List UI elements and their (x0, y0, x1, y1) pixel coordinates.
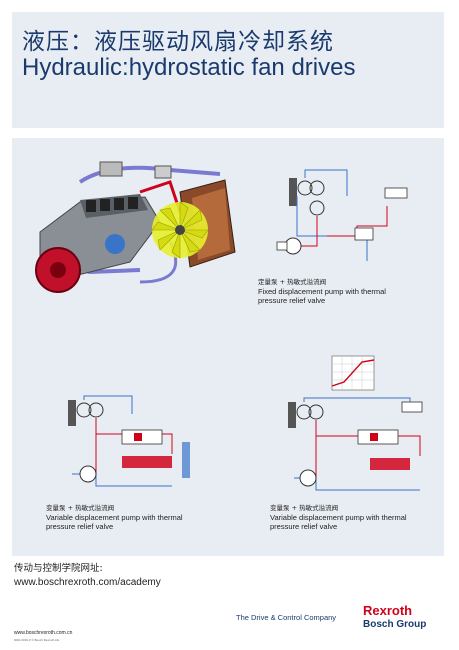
diagram-3-caption-en-2: pressure relief valve (270, 522, 338, 531)
academy-label: 传动与控制学院网址: (14, 563, 103, 574)
bosch-group-label: Bosch Group (363, 619, 427, 630)
page-title-cn: 液压：液压驱动风扇冷却系统 (22, 29, 334, 55)
diagram-2-schematic (42, 394, 202, 494)
engine-fan-illustration (35, 161, 236, 293)
diagram-3-schematic (280, 396, 438, 496)
page-title-en: Hydraulic:hydrostatic fan drives (22, 54, 356, 81)
diagram-3-caption-cn: 变量泵 + 热敏式溢流阀 (270, 504, 339, 512)
diagram-1-caption-en-2: pressure relief valve (258, 296, 326, 305)
rexroth-logo: Rexroth (363, 603, 413, 618)
pressure-temperature-graph (331, 355, 375, 391)
academy-url-link[interactable]: www.boschrexroth.com/academy (14, 577, 161, 588)
diagram-3-caption: 变量泵 + 热敏式溢流阀 Variable displacement pump … (270, 504, 407, 531)
diagram-1-schematic (257, 166, 422, 274)
schematic-variable-pump-2 (288, 397, 423, 491)
diagram-1-caption-cn: 定量泵 + 热敏式溢流阀 (258, 278, 327, 286)
diagram-2-caption-en-1: Variable displacement pump with thermal (46, 513, 183, 522)
fan-icon (151, 201, 209, 259)
header-banner: 液压：液压驱动风扇冷却系统 Hydraulic:hydrostatic fan … (12, 12, 444, 128)
schematic-fixed-pump (276, 169, 408, 261)
footer-site-link[interactable]: www.boschrexroth.com.cn (14, 630, 73, 636)
diagram-1-caption-en-1: Fixed displacement pump with thermal (258, 287, 386, 296)
schematic-variable-pump-1 (68, 395, 190, 487)
diagram-2-caption: 变量泵 + 热敏式溢流阀 Variable displacement pump … (46, 504, 183, 531)
footer-doc-code: 0001.0001.0 © Bosch Rexroth AG (14, 638, 60, 642)
academy-block: 传动与控制学院网址: www.boschrexroth.com/academy (14, 562, 161, 590)
diagram-2-caption-en-2: pressure relief valve (46, 522, 114, 531)
diagram-2-caption-cn: 变量泵 + 热敏式溢流阀 (46, 504, 115, 512)
diagram-3-caption-en-1: Variable displacement pump with thermal (270, 513, 407, 522)
diagram-panel: 定量泵 + 热敏式溢流阀 Fixed displacement pump wit… (12, 138, 444, 556)
diagram-1-caption: 定量泵 + 热敏式溢流阀 Fixed displacement pump wit… (258, 278, 386, 305)
company-tagline: The Drive & Control Company (236, 613, 337, 622)
